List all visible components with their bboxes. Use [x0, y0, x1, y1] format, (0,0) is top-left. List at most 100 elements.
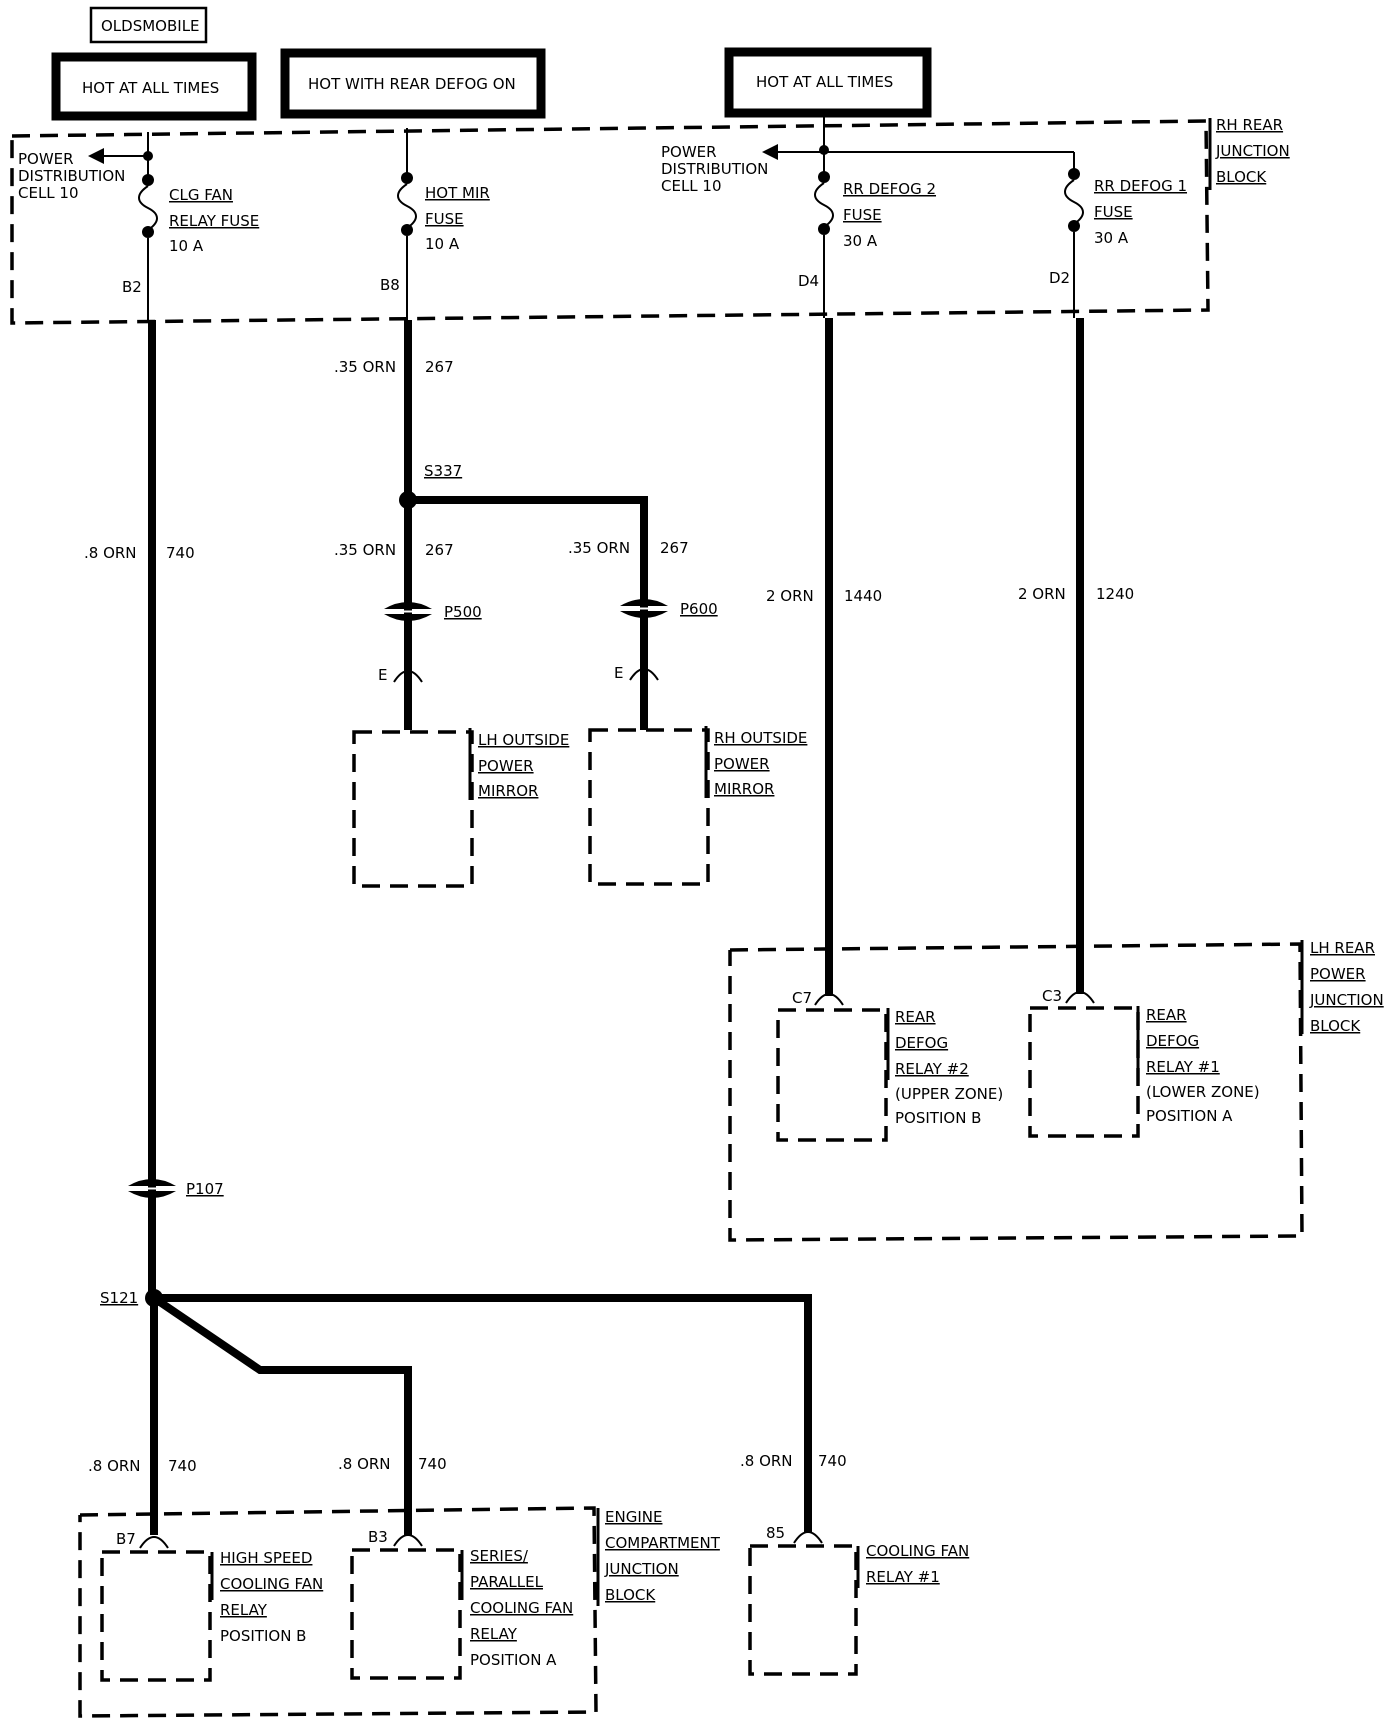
brand-box [89, 6, 208, 44]
fuse-rr-defog-2-name-2: FUSE [843, 206, 882, 224]
wire-rh-mirror-feed [408, 496, 648, 730]
rh-mirror-label-2: POWER [714, 755, 770, 773]
ecjb-label-2: COMPARTMENT [605, 1534, 721, 1552]
fuse-clg-fan-name-2: RELAY FUSE [169, 212, 259, 230]
rh-rear-junction-label-2: JUNCTION [1215, 142, 1290, 160]
rh-mirror-label-1: RH OUTSIDE [714, 729, 807, 747]
wire-series-parallel-gauge: .8 ORN [338, 1455, 391, 1473]
fuse-hot-mir-name-2: FUSE [425, 210, 464, 228]
relay2-terminal: C7 [792, 989, 812, 1007]
wire-defog2-gauge: 2 ORN [766, 587, 814, 605]
ecjb-label-3: JUNCTION [604, 1560, 679, 1578]
power-dist-right-arrow-icon [762, 144, 778, 160]
fuse-rr-defog-2 [814, 113, 834, 318]
high-speed-relay-pin-icon [139, 1536, 169, 1549]
lh-rear-junction-block-outline [728, 942, 1304, 1242]
rh-rear-junction-label-1: RH REAR [1216, 116, 1283, 134]
power-source-label-3: HOT AT ALL TIMES [756, 73, 893, 91]
fuse-clg-fan-name-1: CLG FAN [169, 186, 233, 204]
connector-p600-icon [616, 599, 672, 618]
rh-mirror-pin-icon [629, 668, 659, 681]
rh-outside-mirror-box [588, 728, 710, 886]
relay2-label-3: RELAY #2 [895, 1060, 969, 1078]
cooling-fan-relay-1-box [748, 1544, 858, 1676]
series-parallel-label-3: COOLING FAN [470, 1599, 573, 1617]
fuse-rr-defog-1-rating: 30 A [1094, 229, 1129, 247]
fuse-rr-defog-2-rating: 30 A [843, 232, 878, 250]
splice-s121-label: S121 [100, 1289, 138, 1307]
power-source-box-1 [51, 52, 257, 121]
connector-p107-icon [124, 1179, 180, 1198]
relay1-terminal: C3 [1042, 987, 1062, 1005]
rear-defog-relay-2-box [776, 1008, 888, 1142]
series-parallel-relay-pin-icon [393, 1534, 423, 1547]
wire-series-parallel-circuit: 740 [418, 1455, 447, 1473]
wire-cooling-fan1-feed [154, 1294, 812, 1532]
relay1-label-3: RELAY #1 [1146, 1058, 1220, 1076]
high-speed-relay-label-2: COOLING FAN [220, 1575, 323, 1593]
power-source-label-1: HOT AT ALL TIMES [82, 79, 219, 97]
lh-rear-junction-label-1: LH REAR [1310, 939, 1375, 957]
lh-mirror-pin-icon [393, 670, 423, 683]
brand-label: OLDSMOBILE [101, 17, 200, 35]
ecjb-label-1: ENGINE [605, 1508, 662, 1526]
cooling-fan-relay1-label-1: COOLING FAN [866, 1542, 969, 1560]
power-dist-left-2: DISTRIBUTION [18, 167, 125, 185]
series-parallel-cooling-fan-relay-box [350, 1548, 462, 1680]
cooling-fan-relay1-pin-icon [793, 1531, 823, 1544]
label-bars [210, 118, 1304, 1606]
wire-cooling-fan1-gauge: .8 ORN [740, 1452, 793, 1470]
series-parallel-label-4: RELAY [470, 1625, 518, 1643]
lh-mirror-label-1: LH OUTSIDE [478, 731, 569, 749]
series-parallel-label-2: PARALLEL [470, 1573, 544, 1591]
fuse-rr-defog-1-terminal: D2 [1049, 269, 1070, 287]
wire-defog1-gauge: 2 ORN [1018, 585, 1066, 603]
fuse-rr-defog-1-name-1: RR DEFOG 1 [1094, 177, 1187, 195]
rh-mirror-label-3: MIRROR [714, 780, 774, 798]
fuse-hot-mir-rating: 10 A [425, 235, 460, 253]
splice-s337-label: S337 [424, 462, 462, 480]
engine-compartment-junction-block-outline [78, 1506, 598, 1718]
fuse-clg-fan-terminal: B2 [122, 278, 142, 296]
fuse-clg-fan [138, 132, 158, 320]
fuse-rr-defog-2-terminal: D4 [798, 272, 819, 290]
wire-series-parallel-feed [151, 1294, 412, 1535]
wire-high-speed-gauge: .8 ORN [88, 1457, 141, 1475]
high-speed-relay-label-4: POSITION B [220, 1627, 306, 1645]
series-parallel-label-1: SERIES/ [470, 1547, 529, 1565]
series-parallel-label-5: POSITION A [470, 1651, 557, 1669]
relay1-label-4: (LOWER ZONE) [1146, 1083, 1260, 1101]
fuse-rr-defog-1-name-2: FUSE [1094, 203, 1133, 221]
wire-clg-fan-gauge: .8 ORN [84, 544, 137, 562]
relay2-pin-icon [814, 993, 844, 1006]
fuse-rr-defog-1 [1064, 152, 1084, 318]
high-speed-relay-label-1: HIGH SPEED [220, 1549, 312, 1567]
wire-clg-fan-circuit: 740 [166, 544, 195, 562]
wire-high-speed-circuit: 740 [168, 1457, 197, 1475]
power-dist-left-1: POWER [18, 150, 74, 168]
lh-outside-mirror-box [352, 730, 474, 888]
cooling-fan-relay1-label-2: RELAY #1 [866, 1568, 940, 1586]
wire-rh-mirror-gauge: .35 ORN [568, 539, 630, 557]
power-dist-left-arrow-icon [88, 148, 104, 164]
wire-lh-mirror-gauge: .35 ORN [334, 541, 396, 559]
relay1-label-5: POSITION A [1146, 1107, 1233, 1125]
power-dist-right-2: DISTRIBUTION [661, 160, 768, 178]
relay1-label-1: REAR [1146, 1006, 1187, 1024]
wire-defog2-circuit: 1440 [844, 587, 882, 605]
connector-p600-label: P600 [680, 600, 718, 618]
high-speed-relay-terminal: B7 [116, 1530, 136, 1548]
lh-rear-junction-label-3: JUNCTION [1309, 991, 1384, 1009]
rear-defog-relay-1-box [1028, 1006, 1140, 1138]
wire-lh-mirror-circuit: 267 [425, 541, 454, 559]
fuse-rr-defog-2-name-1: RR DEFOG 2 [843, 180, 936, 198]
power-dist-right-1: POWER [661, 143, 717, 161]
rh-mirror-pin-label: E [614, 664, 623, 682]
cooling-fan-relay1-terminal: 85 [766, 1524, 785, 1542]
wire-hot-mir-gauge: .35 ORN [334, 358, 396, 376]
power-source-box-3 [724, 47, 932, 118]
power-dist-right-3: CELL 10 [661, 177, 722, 195]
rh-rear-junction-block-outline [10, 119, 1210, 325]
wire-rh-mirror-circuit: 267 [660, 539, 689, 557]
